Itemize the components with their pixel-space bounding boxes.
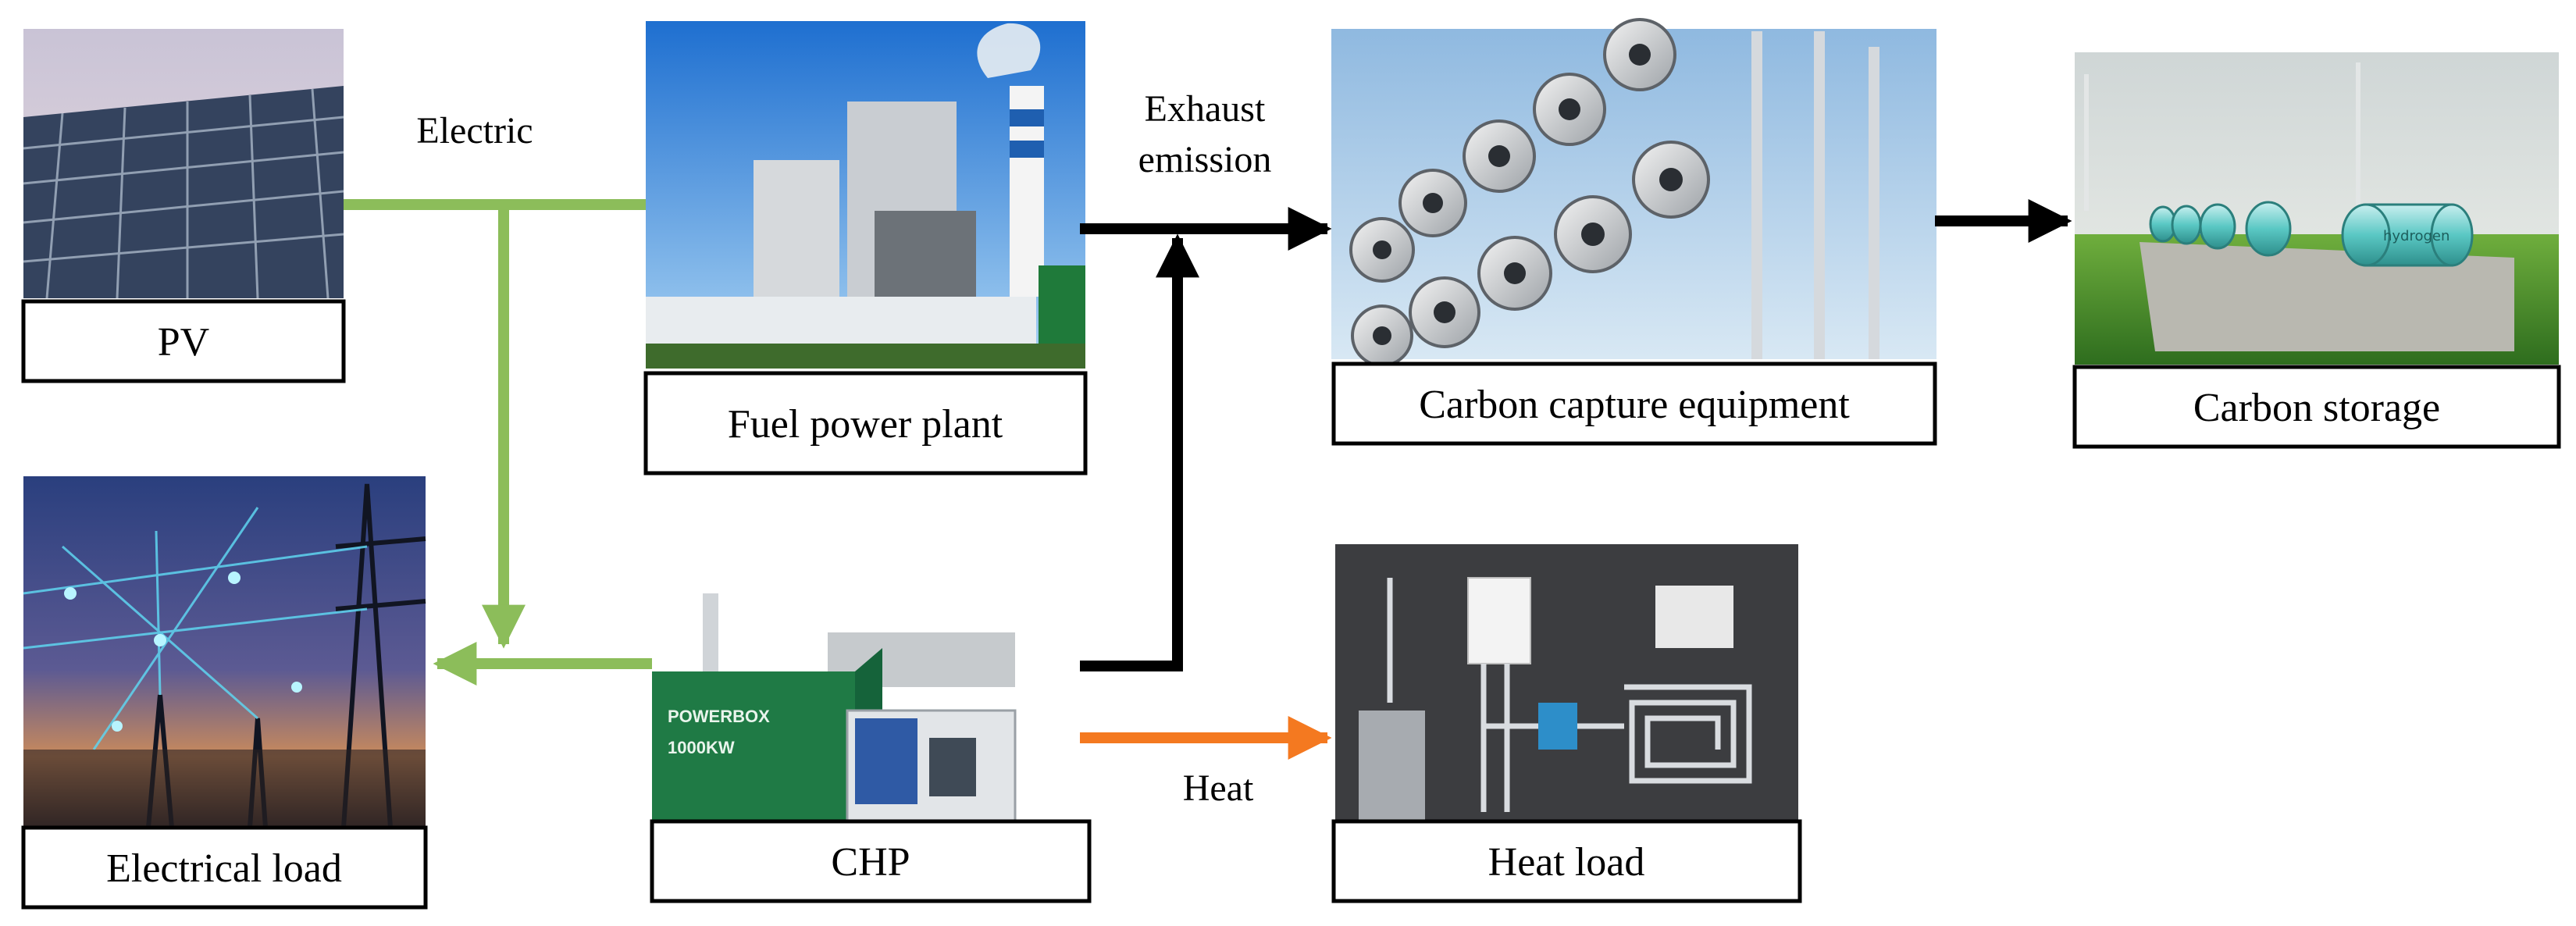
carbon-storage-node: Carbon storage [2072, 365, 2561, 449]
heat-flow: Heat [1080, 716, 1332, 809]
chp-brand-text: POWERBOX [668, 707, 770, 726]
chp-label: CHP [831, 840, 910, 885]
carbon-storage-label: Carbon storage [2193, 386, 2440, 430]
carbon-capture-node: Carbon capture equipment [1331, 361, 1937, 446]
electrical-load-node: Electrical load [21, 825, 428, 910]
fuel-power-plant-photo [646, 21, 1085, 369]
carbon-storage-photo: hydrogen [2075, 52, 2559, 365]
heat-load-node: Heat load [1331, 819, 1802, 903]
exhaust-arrow-chp-to-capture [1080, 233, 1199, 671]
fuel-power-plant-label: Fuel power plant [728, 402, 1003, 447]
heat-load-photo [1335, 544, 1798, 820]
chp-photo: POWERBOX 1000KW [652, 593, 1017, 829]
carbon-capture-label: Carbon capture equipment [1419, 383, 1850, 427]
chp-node: CHP [650, 819, 1092, 903]
electrical-load-photo [23, 476, 426, 828]
exhaust-label-line1: Exhaust [1145, 88, 1266, 130]
heat-flow-label: Heat [1183, 768, 1254, 809]
electric-flow-label: Electric [416, 110, 533, 151]
tank-label: hydrogen [2383, 228, 2450, 244]
pv-photo [23, 29, 344, 299]
exhaust-label-line2: emission [1138, 139, 1272, 180]
carbon-capture-photo [1331, 18, 1936, 367]
exhaust-flow: Exhaust emission [1080, 88, 2072, 671]
heat-load-label: Heat load [1488, 840, 1645, 885]
fuel-power-plant-node: Fuel power plant [643, 371, 1088, 475]
electric-flow: Electric [344, 110, 652, 686]
electrical-load-label: Electrical load [106, 846, 342, 891]
pv-label: PV [158, 320, 209, 365]
chp-rating-text: 1000KW [668, 738, 735, 757]
pv-node: PV [21, 299, 346, 383]
